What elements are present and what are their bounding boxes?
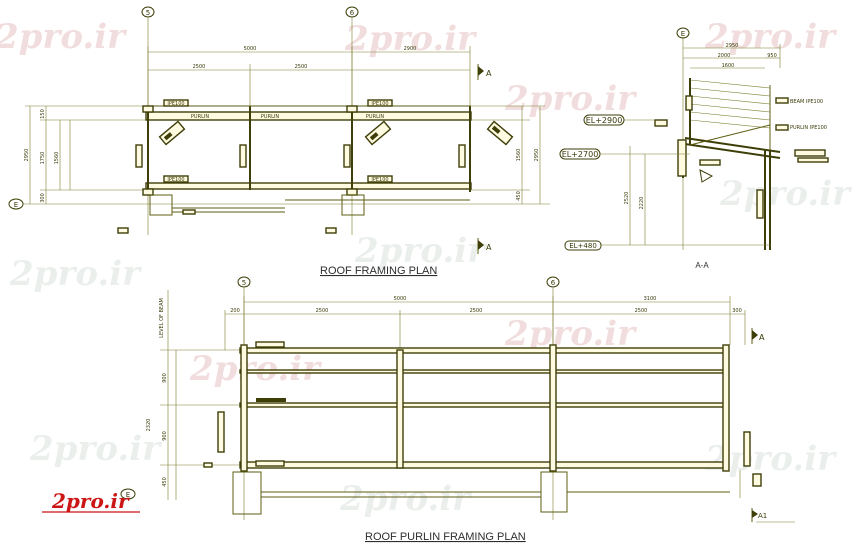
section-label: A1 — [758, 512, 767, 520]
brand-logo: 2pro.ir — [42, 489, 140, 513]
watermark: 2pro.ir — [704, 17, 837, 57]
grid-bubble-e-section: E — [676, 27, 690, 39]
section-label: A — [486, 69, 492, 78]
watermark: 2pro.ir — [29, 429, 162, 469]
dimension-text: 2000 — [718, 53, 731, 59]
dimension-text: 2500 — [635, 308, 648, 314]
dimension-text: 2950 — [726, 43, 739, 49]
dimension-text: 2900 — [404, 46, 417, 52]
dimension-text: 2950 — [534, 149, 540, 162]
dimension-text: 1600 — [722, 63, 735, 69]
watermark: 2pro.ir — [504, 79, 637, 119]
dimension-text: 1560 — [516, 149, 522, 162]
grid-label: E — [681, 30, 685, 38]
purlin-rafters — [240, 344, 730, 472]
dimension-text: 2950 — [24, 149, 30, 162]
dimension-text: 300 — [732, 308, 742, 314]
dimension-text: 3100 — [644, 296, 657, 302]
section-marker-a-top: A — [477, 64, 492, 80]
dimension-text: 2500 — [470, 308, 483, 314]
dimension-text: 2500 — [295, 64, 308, 70]
grid-label: 6 — [551, 279, 556, 287]
elevation-tag-2900: EL+2900 — [583, 114, 655, 126]
beam-label: IPE100 — [371, 101, 388, 107]
beam-label: IPE100 — [167, 177, 184, 183]
elevation-label: EL+2900 — [586, 116, 623, 125]
grid-bubble-e: E — [8, 198, 24, 210]
bottom-beam — [145, 182, 472, 190]
framing-beams — [142, 105, 472, 216]
grid-bubble-6: 6 — [345, 6, 359, 18]
watermark: 2pro.ir — [189, 349, 322, 389]
dimension-text: 2520 — [624, 192, 630, 205]
beam-label: IPE100 — [167, 101, 184, 107]
section-marker-a1: A1 — [751, 508, 795, 523]
purlin-label: PURLIN — [191, 114, 209, 120]
dimension-text: 5000 — [244, 46, 257, 52]
dimension-text: 450 — [162, 477, 168, 487]
dimension-text: 300 — [40, 193, 46, 203]
dimension-text: 2500 — [316, 308, 329, 314]
dimension-text: 1750 — [40, 152, 46, 165]
elevation-label: EL+480 — [569, 242, 597, 250]
section-marker-a-bottom: A — [477, 238, 492, 254]
watermark: 2pro.ir — [344, 19, 477, 59]
section-label: A — [486, 243, 492, 252]
watermark: 2pro.ir — [339, 479, 472, 519]
grid-label: 5 — [146, 9, 150, 17]
grid-label: E — [14, 201, 18, 209]
grid-bubble-6-purlin: 6 — [546, 276, 560, 288]
grid-label: E — [126, 491, 130, 499]
watermark: 2pro.ir — [719, 174, 852, 214]
elevation-tag-480: EL+480 — [564, 240, 770, 251]
roof-purlin-framing-plan-title: ROOF PURLIN FRAMING PLAN — [365, 531, 526, 543]
watermark: 2pro.ir — [354, 231, 487, 271]
purlin-label: PURLIN — [261, 114, 279, 120]
elevation-label: EL+2700 — [562, 150, 599, 159]
grid-bubble-5-purlin: 5 — [237, 276, 251, 288]
dimension-text: 2220 — [639, 197, 645, 210]
dimension-text: 450 — [516, 191, 522, 201]
dimension-text: 200 — [230, 308, 240, 314]
level-label: LEVEL OF BEAM — [159, 298, 165, 338]
dimension-text: 150 — [40, 109, 46, 119]
grid-bubble-e-purlin: E — [120, 488, 136, 500]
dimension-text: 900 — [162, 431, 168, 441]
watermark: 2pro.ir — [9, 254, 142, 294]
elevation-tag-2700: EL+2700 — [559, 148, 690, 160]
purlin-section-label: PURLIN IPE100 — [790, 125, 827, 131]
section-marker-a-purlin: A — [751, 328, 765, 344]
brace-symbols — [158, 120, 514, 146]
right-dimensions: 1560 2950 450 — [470, 105, 545, 204]
grid-bubble-5: 5 — [141, 6, 155, 18]
beam-section-label: BEAM IPE100 — [790, 99, 823, 105]
beam-labels: IPE100 IPE100 IPE100 IPE100 PURLIN PURLI… — [135, 99, 466, 183]
watermark: 2pro.ir — [0, 17, 127, 57]
roof-purlin-framing-plan: 5 6 E 5000 3100 200 2500 2500 2500 300 L — [120, 276, 795, 543]
dimension-text: 2500 — [193, 64, 206, 70]
roof-framing-plan: 5 6 E 5000 2900 2500 2500 — [8, 6, 550, 277]
section-label: A — [759, 333, 765, 342]
beam-label: IPE100 — [371, 177, 388, 183]
grid-label: 5 — [242, 279, 246, 287]
grid-label: 6 — [350, 9, 355, 17]
roof-framing-plan-title: ROOF FRAMING PLAN — [320, 265, 437, 277]
purlin-label: PURLIN — [366, 114, 384, 120]
section-aa: E 2950 2000 950 1600 BEAM IPE100 PURLIN … — [559, 27, 829, 270]
top-dimensions: 5000 2900 2500 2500 — [147, 46, 471, 110]
dimension-text: 1560 — [54, 152, 60, 165]
logo-text: 2pro.ir — [51, 489, 130, 513]
dimension-text: 5000 — [394, 296, 407, 302]
dimension-text: 950 — [767, 53, 777, 59]
dimension-text: 2320 — [146, 419, 152, 432]
left-dimensions: 2950 1750 1560 150 300 — [24, 105, 148, 204]
section-aa-title: A-A — [695, 261, 709, 270]
dimension-text: 900 — [162, 373, 168, 383]
